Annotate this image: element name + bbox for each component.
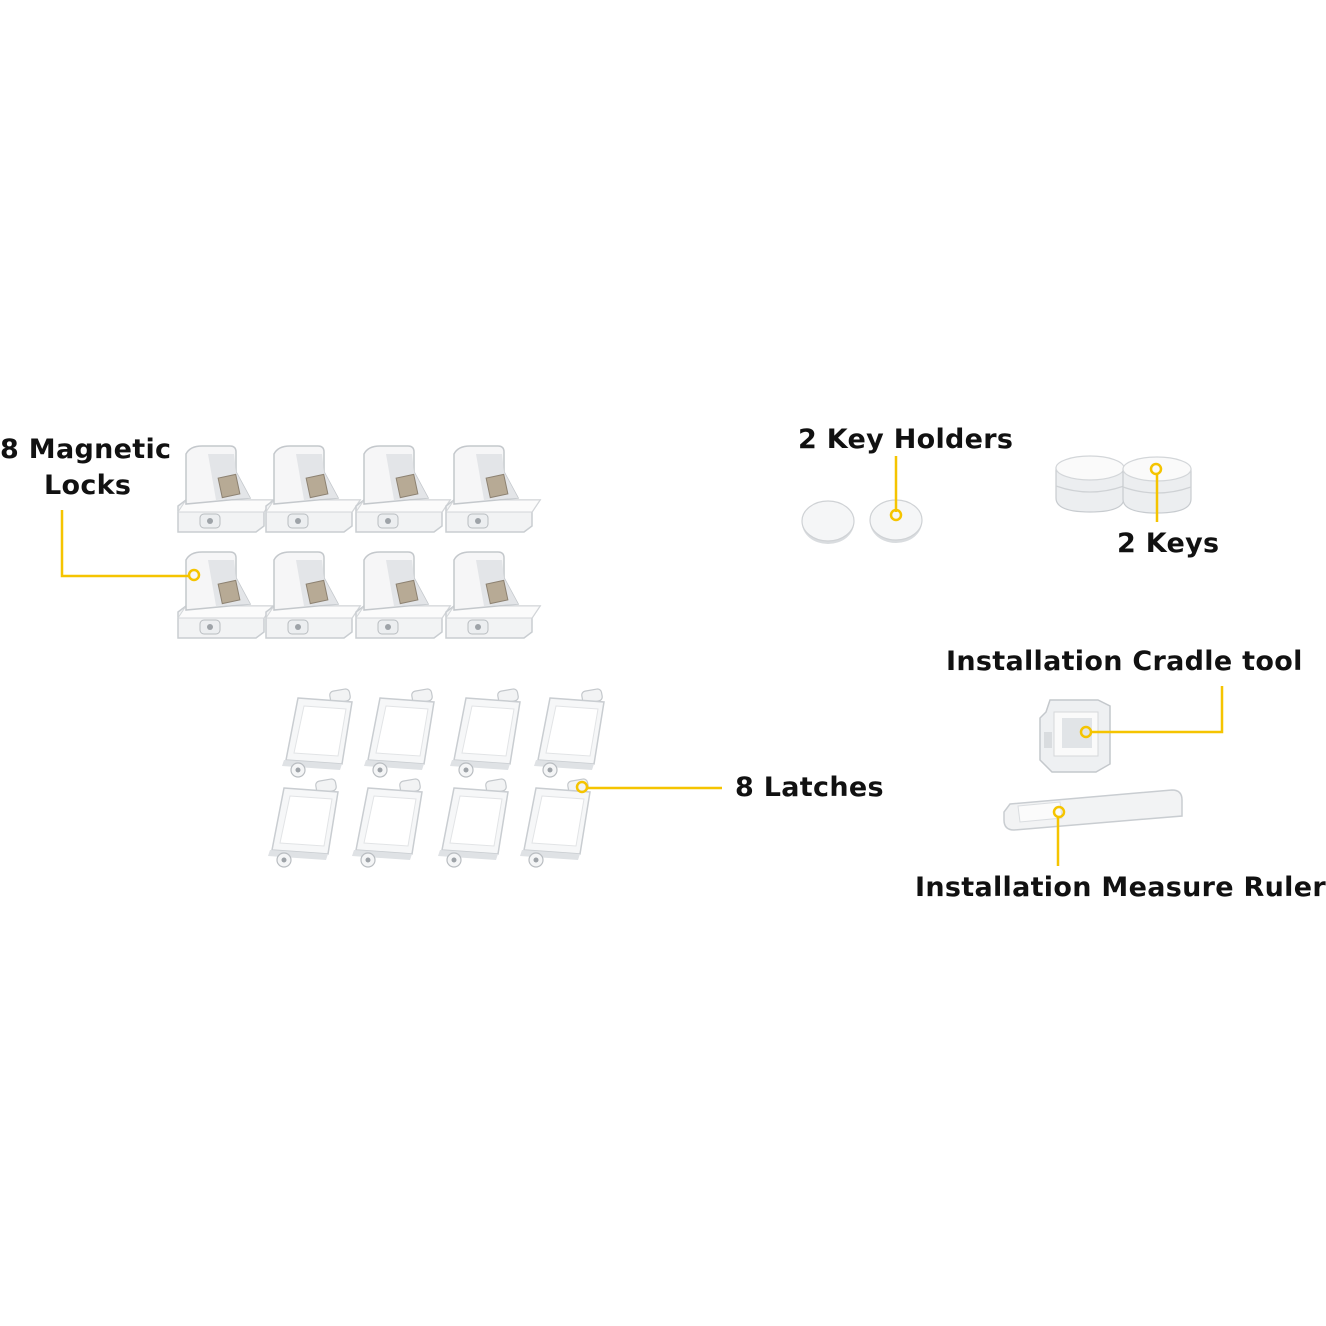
- measure-ruler-illustration: [1003, 789, 1183, 831]
- label-measure-ruler: Installation Measure Ruler: [915, 872, 1326, 903]
- callouts: [60, 456, 1224, 866]
- label-cradle-tool: Installation Cradle tool: [946, 646, 1303, 677]
- label-magnetic-locks-line1: 8 Magnetic: [0, 434, 172, 465]
- keys-group: [1055, 455, 1192, 514]
- cradle-tool-illustration: [1039, 699, 1111, 773]
- key-holders-group: [801, 499, 923, 545]
- label-latches: 8 Latches: [735, 772, 884, 803]
- latches-group: [267, 687, 605, 868]
- label-magnetic-locks-line2: Locks: [44, 470, 132, 501]
- label-key-holders: 2 Key Holders: [798, 424, 1014, 455]
- magnetic-locks-group: [177, 445, 541, 639]
- label-keys: 2 Keys: [1117, 528, 1220, 559]
